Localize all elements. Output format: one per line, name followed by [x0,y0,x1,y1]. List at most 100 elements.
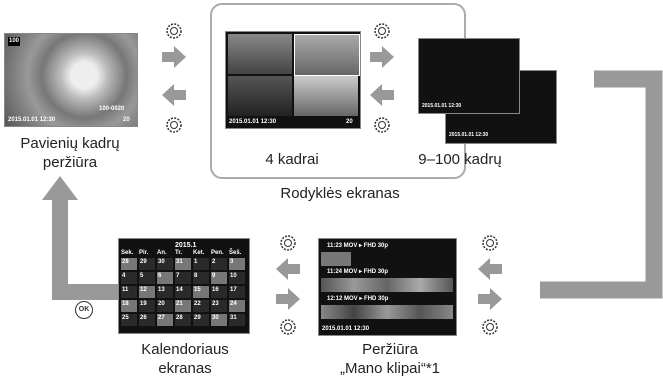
four-frames-label: 4 kadrai [265,151,319,168]
calendar-day: 21 [175,300,191,312]
clip-thumbs-1 [321,252,351,266]
thumb-1 [228,34,292,74]
calendar-day-number: 29 [194,315,201,321]
command-dial-icon [166,117,182,133]
calendar-day-number: 10 [230,273,237,279]
calendar-day-number: 2 [212,259,216,265]
calendar-day-number: 26 [140,315,147,321]
myclips-label: Peržiūra „Mano klipai“*1 [339,341,441,377]
calendar-day: 25 [121,314,137,326]
calendar-day-number: 8 [194,273,198,279]
calendar-day: 29 [139,258,155,270]
weekday-label: Sek. [121,250,134,256]
calendar-day: 2 [211,258,227,270]
calendar-day-number: 30 [158,259,165,265]
calendar-day: 29 [193,314,209,326]
clip-thumbs-3 [321,305,453,319]
calendar-day-number: 1 [194,259,198,265]
calendar-day-number: 13 [158,287,165,293]
calendar-day-number: 27 [158,315,165,321]
calendar-day-number: 19 [140,301,147,307]
myclips-screen: 11:23 MOV ▸ FHD 30p 11:24 MOV ▸ FHD 30p … [318,238,457,336]
single-frame-screen: 100 100-0020 2015.01.01 12:30 20 [4,33,138,127]
weekday-label: Pen. [211,250,224,256]
calendar-day: 28 [121,258,137,270]
calendar-day-number: 29 [140,259,147,265]
calendar-day: 31 [229,314,245,326]
calendar-day: 22 [193,300,209,312]
index-many-screen: 2015.01.01 12:30 [418,38,520,114]
calendar-day: 11 [121,286,137,298]
calendar-day-number: 24 [230,301,237,307]
calendar-title: 2015.1 [175,242,197,249]
calendar-day: 31 [175,258,191,270]
calendar-day-number: 20 [158,301,165,307]
calendar-day: 7 [175,272,191,284]
clip-row-3: 12:12 MOV ▸ FHD 30p [327,296,389,302]
datetime: 2015.01.01 12:30 [8,117,56,123]
command-dial-icon [482,235,498,251]
calendar-day: 24 [229,300,245,312]
calendar-day: 17 [229,286,245,298]
calendar-day: 3 [229,258,245,270]
thumb-4 [294,76,358,116]
datetime: 2015.01.01 12:30 [322,326,370,332]
calendar-day-number: 6 [158,273,162,279]
command-dial-icon [280,235,296,251]
datetime-back: 2015.01.01 12:30 [449,132,489,138]
arrow-left-index-to-myclips [478,258,502,280]
arrow-right-myclips-to-index [478,288,502,310]
calendar-day-number: 21 [176,301,183,307]
calendar-day: 30 [211,314,227,326]
thumb-2 [294,34,360,76]
calendar-day-number: 23 [212,301,219,307]
calendar-day-number: 11 [122,287,129,293]
calendar-day: 6 [157,272,173,284]
arrow-right-calendar-to-myclips [276,288,300,310]
calendar-day: 15 [193,286,209,298]
calendar-day: 13 [157,286,173,298]
calendar-day: 18 [121,300,137,312]
calendar-day: 30 [157,258,173,270]
calendar-day-number: 7 [176,273,180,279]
weekday-label: Tr. [175,250,183,256]
calendar-day-number: 28 [176,315,183,321]
calendar-day-number: 14 [176,287,183,293]
calendar-day: 19 [139,300,155,312]
calendar-day: 20 [157,300,173,312]
clip-row-2: 11:24 MOV ▸ FHD 30p [327,269,389,275]
command-dial-icon [166,23,182,39]
arrow-left-many-to-four [370,84,394,106]
datetime: 2015.01.01 12:30 [229,119,277,125]
thumb-3 [228,76,292,116]
calendar-day: 14 [175,286,191,298]
calendar-day-number: 4 [122,273,126,279]
frame-number: 20 [123,117,130,123]
folder-badge: 100 [8,37,21,46]
calendar-day: 28 [175,314,191,326]
weekday-label: An. [157,250,167,256]
weekday-label: Pir. [139,250,149,256]
single-frame-label: Pavienių kadrų peržiūra [20,135,120,171]
weekday-label: Šeš. [229,250,242,256]
arrow-right-single-to-four [162,46,186,68]
command-dial-icon [482,319,498,335]
arrow-left-myclips-to-calendar [276,258,300,280]
calendar-day: 9 [211,272,227,284]
calendar-day-number: 17 [230,287,237,293]
command-dial-icon [280,319,296,335]
clip-row-1: 11:23 MOV ▸ FHD 30p [327,243,389,249]
flower-photo [5,34,137,126]
arrow-left-four-to-single [162,84,186,106]
ok-label: OK [78,306,90,313]
calendar-day-number: 31 [176,259,183,265]
calendar-day: 16 [211,286,227,298]
calendar-day-number: 22 [194,301,201,307]
calendar-day-number: 3 [230,259,234,265]
index-group-label: Rodyklės ekranas [280,185,400,202]
calendar-day-number: 16 [212,287,219,293]
calendar-label: Kalendoriaus ekranas [141,341,229,377]
calendar-day-number: 30 [212,315,219,321]
calendar-day-number: 28 [122,259,129,265]
calendar-day-number: 18 [122,301,129,307]
